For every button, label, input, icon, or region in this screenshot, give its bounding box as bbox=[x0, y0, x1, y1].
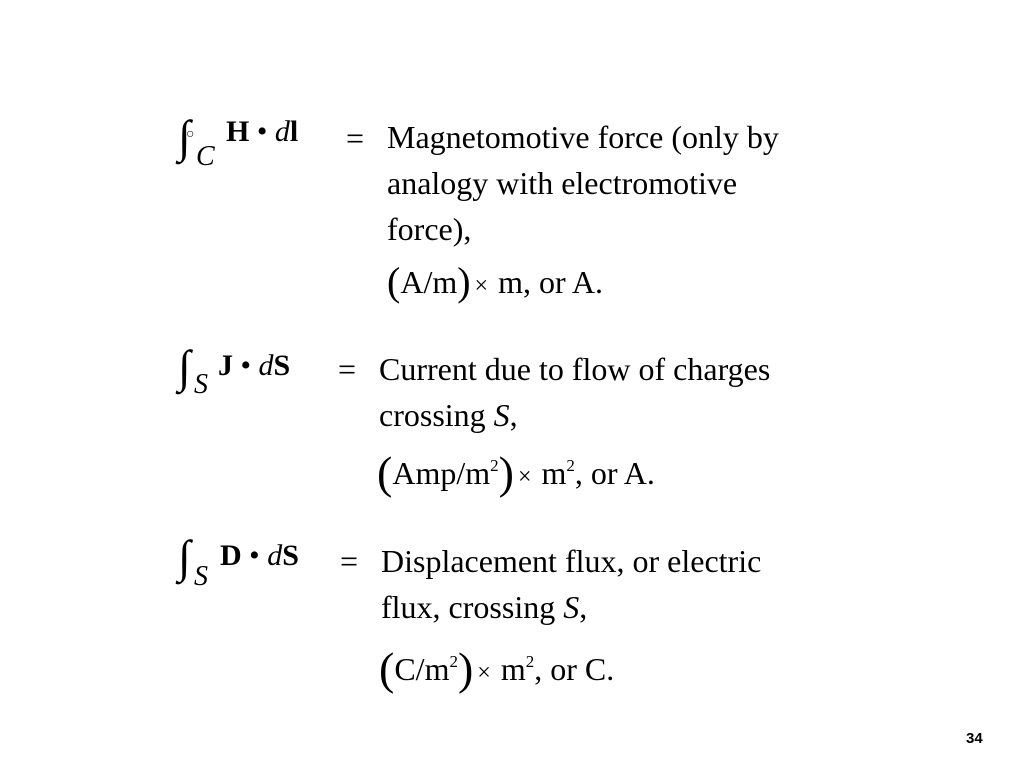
integral-subscript: C bbox=[196, 141, 215, 172]
integral-icon: ∫ bbox=[178, 341, 191, 392]
paren-close: ) bbox=[457, 643, 474, 694]
contour-loop-icon: ○ bbox=[186, 127, 195, 142]
units-expression: (Amp/m2)×m2, or A. bbox=[377, 446, 655, 497]
integral-icon: ∫ bbox=[178, 531, 191, 582]
integrand: J • dS bbox=[218, 350, 290, 382]
paren-close: ) bbox=[498, 447, 514, 498]
integrand: H • dl bbox=[226, 116, 298, 148]
differential: d bbox=[267, 539, 283, 572]
contour-integral-icon: ∫ bbox=[178, 111, 191, 162]
surface-variable: S bbox=[493, 397, 510, 433]
unit-tail-base: m bbox=[500, 651, 526, 687]
dot-operator: • bbox=[249, 539, 260, 572]
unit-tail: , or C. bbox=[534, 651, 615, 687]
field-symbol: D bbox=[220, 539, 242, 572]
times-sign: × bbox=[517, 464, 532, 490]
paren-open: ( bbox=[377, 447, 393, 498]
unit-exponent: 2 bbox=[449, 652, 458, 671]
paren-close: ) bbox=[457, 259, 471, 304]
description: Magnetomotive force (only by analogy wit… bbox=[387, 114, 779, 252]
integral-subscript: S bbox=[194, 561, 208, 592]
description-line: crossing S, bbox=[379, 397, 518, 433]
integrand: D • dS bbox=[220, 540, 299, 572]
element-symbol: S bbox=[282, 539, 299, 572]
unit-text: C/m bbox=[394, 651, 450, 687]
unit-text: Amp/m bbox=[392, 455, 491, 491]
unit-tail-exponent: 2 bbox=[566, 456, 575, 475]
paren-open: ( bbox=[387, 259, 401, 304]
page-number: 34 bbox=[966, 730, 983, 747]
description-line: force), bbox=[387, 211, 472, 247]
element-symbol: S bbox=[273, 349, 291, 382]
equals-sign: = bbox=[338, 351, 357, 387]
equals-sign: = bbox=[346, 120, 365, 156]
unit-text: A/m bbox=[400, 264, 458, 300]
description-line: flux, crossing S, bbox=[381, 589, 588, 625]
dot-operator: • bbox=[240, 349, 252, 382]
field-symbol: H bbox=[226, 115, 250, 148]
description-line: Current due to flow of charges bbox=[379, 351, 771, 387]
description-line: Magnetomotive force (only by bbox=[387, 119, 779, 155]
element-symbol: l bbox=[289, 115, 299, 148]
unit-tail-base: m bbox=[541, 455, 567, 491]
paren-open: ( bbox=[379, 643, 395, 694]
description-line: analogy with electromotive bbox=[387, 165, 738, 201]
unit-tail-exponent: 2 bbox=[525, 652, 535, 671]
field-symbol: J bbox=[218, 349, 233, 382]
unit-tail: , or A. bbox=[574, 455, 655, 491]
description: Displacement flux, or electric flux, cro… bbox=[381, 538, 761, 630]
differential: d bbox=[274, 115, 290, 148]
differential: d bbox=[258, 349, 274, 382]
surface-variable: S bbox=[563, 589, 580, 625]
times-sign: × bbox=[474, 273, 489, 299]
dot-operator: • bbox=[256, 115, 268, 148]
description-line: Displacement flux, or electric bbox=[381, 543, 762, 579]
description: Current due to flow of charges crossing … bbox=[379, 346, 770, 438]
units-expression: (C/m2)×m2, or C. bbox=[379, 642, 614, 693]
times-sign: × bbox=[477, 660, 491, 686]
integral-subscript: S bbox=[194, 369, 208, 400]
units-expression: (A/m)× m, or A. bbox=[387, 262, 603, 306]
unit-exponent: 2 bbox=[490, 456, 499, 475]
equals-sign: = bbox=[340, 543, 359, 579]
unit-tail: m, or A. bbox=[498, 264, 603, 300]
